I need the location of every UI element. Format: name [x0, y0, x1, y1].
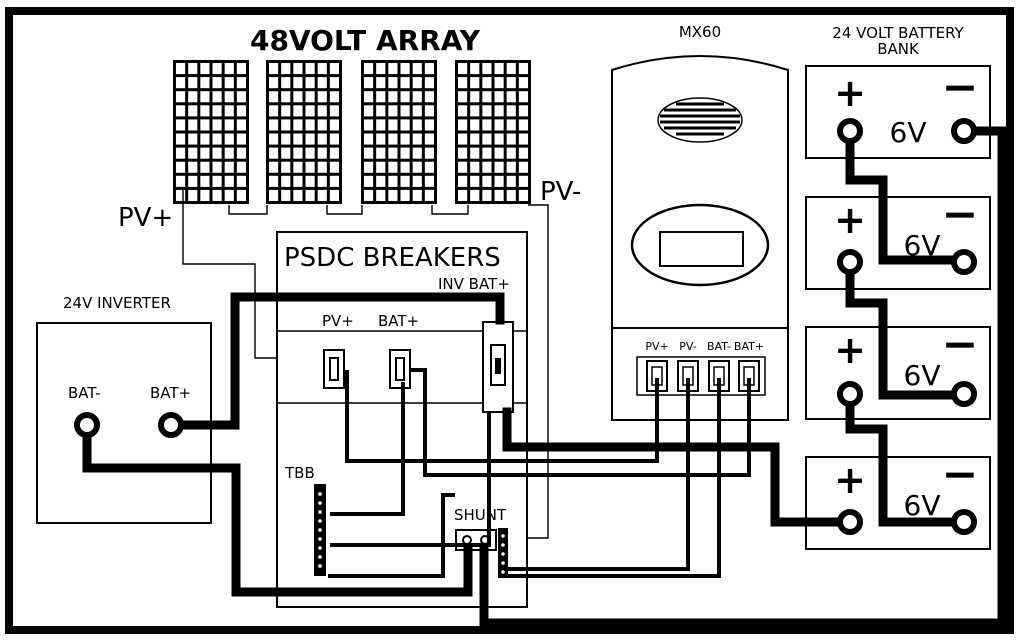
battery-minus-terminal [951, 509, 977, 535]
mx60-title: MX60 [679, 23, 721, 41]
mx60-terminal [677, 360, 699, 392]
mx60-terminal [738, 360, 760, 392]
solar-array [173, 60, 531, 204]
battery-minus-terminal [951, 381, 977, 407]
mx60-terminal-label: BAT+ [734, 340, 764, 353]
battery-voltage: 6V [904, 489, 941, 522]
pv-minus-label: PV- [540, 177, 581, 207]
battery-minus-symbol: − [942, 319, 979, 370]
tbb-busbar [314, 484, 326, 576]
inverter-breaker [482, 321, 514, 413]
solar-panel [455, 60, 531, 204]
battery-voltage: 6V [904, 359, 941, 392]
battery-minus-symbol: − [942, 62, 979, 113]
inverter-bat-plus-label: BAT+ [150, 384, 191, 402]
display-screen [659, 231, 744, 267]
pv-plus-label: PV+ [118, 203, 173, 233]
inverter-bat-minus-label: BAT- [68, 384, 101, 402]
battery-bank-title-1: 24 VOLT BATTERY [832, 24, 964, 42]
battery-minus-terminal [951, 249, 977, 275]
pv-breaker [323, 349, 345, 389]
diagram-frame [5, 7, 1014, 634]
battery-plus-terminal [837, 249, 863, 275]
inv-bat-plus-label: INV BAT+ [438, 275, 510, 293]
solar-panel [361, 60, 437, 204]
inverter-title: 24V INVERTER [63, 294, 171, 312]
solar-panel [266, 60, 342, 204]
inverter-bat-plus-terminal [158, 412, 184, 438]
breaker-pv-plus-label: PV+ [322, 312, 354, 330]
battery-minus-symbol: − [942, 449, 979, 500]
mx60-terminal-label: PV- [679, 340, 697, 353]
battery-voltage: 6V [890, 116, 927, 149]
battery-bank-title-2: BANK [877, 40, 920, 58]
mx60-terminal-label: BAT- [707, 340, 731, 353]
breaker-bat-plus-label: BAT+ [378, 312, 419, 330]
mx60-controller: PV+ PV- BAT-BAT+ [611, 55, 789, 421]
vent-icon [657, 97, 743, 143]
battery-plus-symbol: + [834, 458, 866, 502]
heavy-cables [82, 126, 1007, 628]
mx60-terminal [708, 360, 730, 392]
solar-panel [173, 60, 249, 204]
battery-plus-symbol: + [834, 198, 866, 242]
battery-minus-symbol: − [942, 189, 979, 240]
battery-plus-symbol: + [834, 71, 866, 115]
shunt-label: SHUNT [454, 506, 507, 524]
battery-plus-terminal [837, 118, 863, 144]
battery-bank: +−6V+−6V+−6V+−6V [805, 62, 991, 550]
battery-plus-symbol: + [834, 328, 866, 372]
tbb-label: TBB [284, 464, 315, 482]
bat-breaker [389, 349, 411, 389]
battery-plus-terminal [837, 509, 863, 535]
battery-plus-terminal [837, 381, 863, 407]
battery-minus-terminal [951, 118, 977, 144]
inverter-bat-minus-terminal [74, 412, 100, 438]
array-title: 48VOLT ARRAY [250, 24, 481, 57]
breakers-title: PSDC BREAKERS [284, 243, 501, 273]
mx60-terminal-label: PV+ [645, 340, 668, 353]
